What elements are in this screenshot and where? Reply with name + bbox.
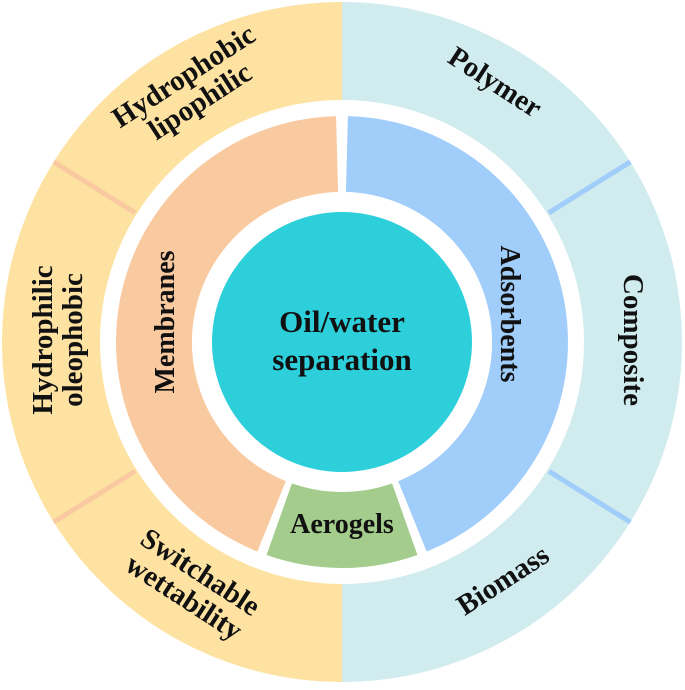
center-title-line-1: Oil/water <box>279 304 405 339</box>
adsorbents-segment <box>345 116 568 552</box>
hydrophilic-label-line-2: oleophobic <box>57 273 89 407</box>
center-title-line-2: separation <box>272 342 412 377</box>
hydrophilic-label-line-1: Hydrophilic <box>27 265 59 414</box>
adsorbents-label: Adsorbents <box>494 246 525 383</box>
outer-divider-left-upper <box>52 159 137 215</box>
outer-divider-right-lower <box>547 469 632 525</box>
outer-divider-left-lower <box>52 469 137 525</box>
aerogels-label: Aerogels <box>290 509 394 540</box>
outer-divider-right-upper <box>547 159 632 215</box>
membranes-label: Membranes <box>150 250 181 393</box>
aerogels-segment <box>266 464 418 569</box>
center-disc <box>212 212 472 472</box>
membranes-segment <box>116 116 339 552</box>
composite-label: Composite <box>617 274 649 406</box>
